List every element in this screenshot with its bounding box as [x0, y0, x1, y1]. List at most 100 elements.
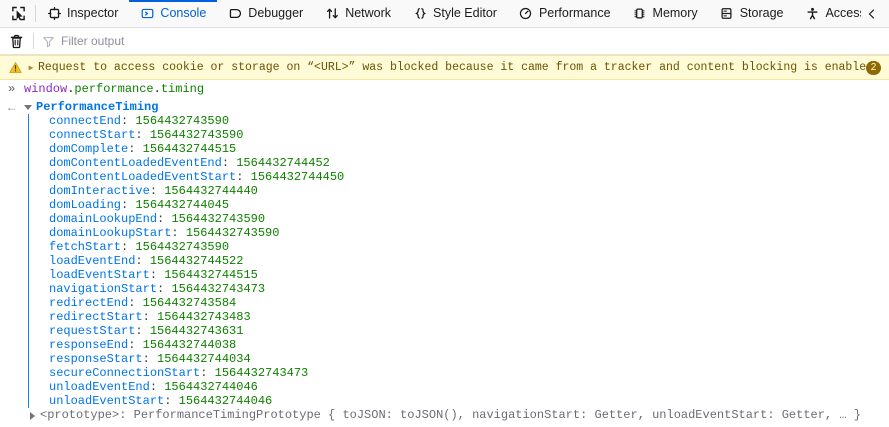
- property-value: 1564432744515: [142, 142, 237, 156]
- property-row[interactable]: responseStart: 1564432744034: [29, 352, 889, 366]
- command-text: window.performance.timing: [24, 82, 204, 96]
- warning-message-text: Request to access cookie or storage on “…: [38, 61, 880, 74]
- tab-memory[interactable]: Memory: [622, 0, 709, 27]
- property-value: 1564432743590: [171, 212, 266, 226]
- element-picker-button[interactable]: [7, 3, 29, 25]
- property-row[interactable]: redirectStart: 1564432743483: [29, 310, 889, 324]
- command-property-1: performance: [74, 82, 154, 96]
- console-output: ▶ Request to access cookie or storage on…: [0, 55, 889, 423]
- network-icon: [325, 7, 339, 21]
- property-value: 1564432743590: [135, 114, 230, 128]
- property-key: domainLookupStart: [49, 226, 172, 240]
- tab-label: Style Editor: [433, 6, 497, 21]
- property-row[interactable]: domComplete: 1564432744515: [29, 142, 889, 156]
- expand-warning-arrow-icon[interactable]: ▶: [28, 63, 34, 73]
- console-filter-bar: Filter output: [0, 28, 889, 55]
- property-row[interactable]: connectEnd: 1564432743590: [29, 114, 889, 128]
- property-row[interactable]: connectStart: 1564432743590: [29, 128, 889, 142]
- property-row[interactable]: secureConnectionStart: 1564432743473: [29, 366, 889, 380]
- clear-console-button[interactable]: [5, 30, 27, 52]
- tab-style-editor[interactable]: Style Editor: [402, 0, 508, 27]
- property-key: responseStart: [49, 352, 143, 366]
- tab-label: Debugger: [248, 6, 304, 21]
- property-row[interactable]: domainLookupStart: 1564432743590: [29, 226, 889, 240]
- console-result-message[interactable]: ← PerformanceTiming connectEnd: 15644327…: [0, 98, 889, 423]
- property-row[interactable]: domInteractive: 1564432744440: [29, 184, 889, 198]
- property-separator: :: [128, 338, 143, 352]
- property-key: connectEnd: [49, 114, 122, 128]
- tab-label: Performance: [538, 6, 611, 21]
- property-row[interactable]: unloadEventEnd: 1564432744046: [29, 380, 889, 394]
- expand-twisty-open-icon[interactable]: [24, 104, 32, 110]
- property-separator: :: [149, 184, 165, 198]
- property-value: 1564432743584: [142, 296, 237, 310]
- property-separator: :: [221, 156, 237, 170]
- property-separator: :: [157, 212, 172, 226]
- funnel-icon: [43, 36, 54, 47]
- property-row[interactable]: redirectEnd: 1564432743584: [29, 296, 889, 310]
- filter-divider: [33, 33, 34, 49]
- property-key: unloadEventEnd: [49, 380, 150, 394]
- style-editor-icon: [413, 7, 427, 21]
- filter-input-wrapper[interactable]: Filter output: [42, 34, 889, 48]
- toolbar-divider: [35, 5, 36, 22]
- property-row[interactable]: domContentLoadedEventEnd: 1564432744452: [29, 156, 889, 170]
- tab-label: Network: [345, 6, 392, 21]
- console-command-echo[interactable]: » window.performance.timing: [0, 80, 889, 98]
- property-row[interactable]: domainLookupEnd: 1564432743590: [29, 212, 889, 226]
- memory-icon: [633, 7, 647, 21]
- property-separator: :: [142, 310, 158, 324]
- output-arrow-icon: ←: [8, 101, 16, 115]
- tab-console[interactable]: Console: [129, 0, 217, 27]
- tab-debugger[interactable]: Debugger: [217, 0, 314, 27]
- property-key: domComplete: [49, 142, 129, 156]
- input-chevron-icon: »: [8, 82, 16, 96]
- result-object-tree: PerformanceTiming connectEnd: 1564432743…: [24, 99, 889, 423]
- filter-input[interactable]: Filter output: [61, 34, 125, 48]
- toolbar-overflow-button[interactable]: [861, 0, 883, 27]
- property-row[interactable]: loadEventEnd: 1564432744522: [29, 254, 889, 268]
- property-key: loadEventEnd: [49, 254, 136, 268]
- property-key: domContentLoadedEventEnd: [49, 156, 222, 170]
- tab-network[interactable]: Network: [314, 0, 402, 27]
- property-key: domainLookupEnd: [49, 212, 158, 226]
- property-row[interactable]: domLoading: 1564432744045: [29, 198, 889, 212]
- property-value: 1564432743483: [157, 310, 251, 324]
- property-value: 1564432743473: [214, 366, 309, 380]
- property-value: 1564432744522: [149, 254, 244, 268]
- property-row[interactable]: fetchStart: 1564432743590: [29, 240, 889, 254]
- property-value: 1564432743473: [171, 282, 266, 296]
- property-key: navigationStart: [49, 282, 158, 296]
- console-warning-message[interactable]: ▶ Request to access cookie or storage on…: [0, 55, 889, 80]
- debugger-icon: [228, 7, 242, 21]
- property-row[interactable]: responseEnd: 1564432744038: [29, 338, 889, 352]
- command-dot-1: .: [67, 82, 75, 96]
- property-separator: :: [121, 240, 136, 254]
- result-object-header[interactable]: PerformanceTiming: [24, 99, 889, 114]
- tab-storage[interactable]: Storage: [709, 0, 795, 27]
- tab-accessibility[interactable]: Accessibility: [794, 0, 861, 27]
- property-value: 1564432743590: [149, 128, 244, 142]
- expand-twisty-closed-icon[interactable]: [30, 411, 35, 420]
- tab-performance[interactable]: Performance: [508, 0, 622, 27]
- property-value: 1564432744045: [135, 198, 230, 212]
- property-key: domLoading: [49, 198, 122, 212]
- prototype-row[interactable]: <prototype>: PerformanceTimingPrototype …: [24, 408, 889, 423]
- property-value: 1564432744046: [178, 394, 273, 408]
- property-row[interactable]: loadEventStart: 1564432744515: [29, 268, 889, 282]
- property-separator: :: [121, 114, 136, 128]
- trash-icon: [10, 34, 22, 48]
- property-row[interactable]: navigationStart: 1564432743473: [29, 282, 889, 296]
- property-value: 1564432743590: [135, 240, 230, 254]
- tab-inspector[interactable]: Inspector: [36, 0, 129, 27]
- storage-icon: [720, 7, 734, 21]
- warning-triangle-icon: [8, 61, 22, 75]
- property-row[interactable]: domContentLoadedEventStart: 156443274445…: [29, 170, 889, 184]
- property-key: connectStart: [49, 128, 136, 142]
- command-property-2: timing: [160, 82, 205, 96]
- property-value: 1564432744515: [164, 268, 258, 282]
- property-separator: :: [128, 296, 143, 310]
- property-row[interactable]: requestStart: 1564432743631: [29, 324, 889, 338]
- property-row[interactable]: unloadEventStart: 1564432744046: [29, 394, 889, 408]
- property-separator: :: [164, 394, 179, 408]
